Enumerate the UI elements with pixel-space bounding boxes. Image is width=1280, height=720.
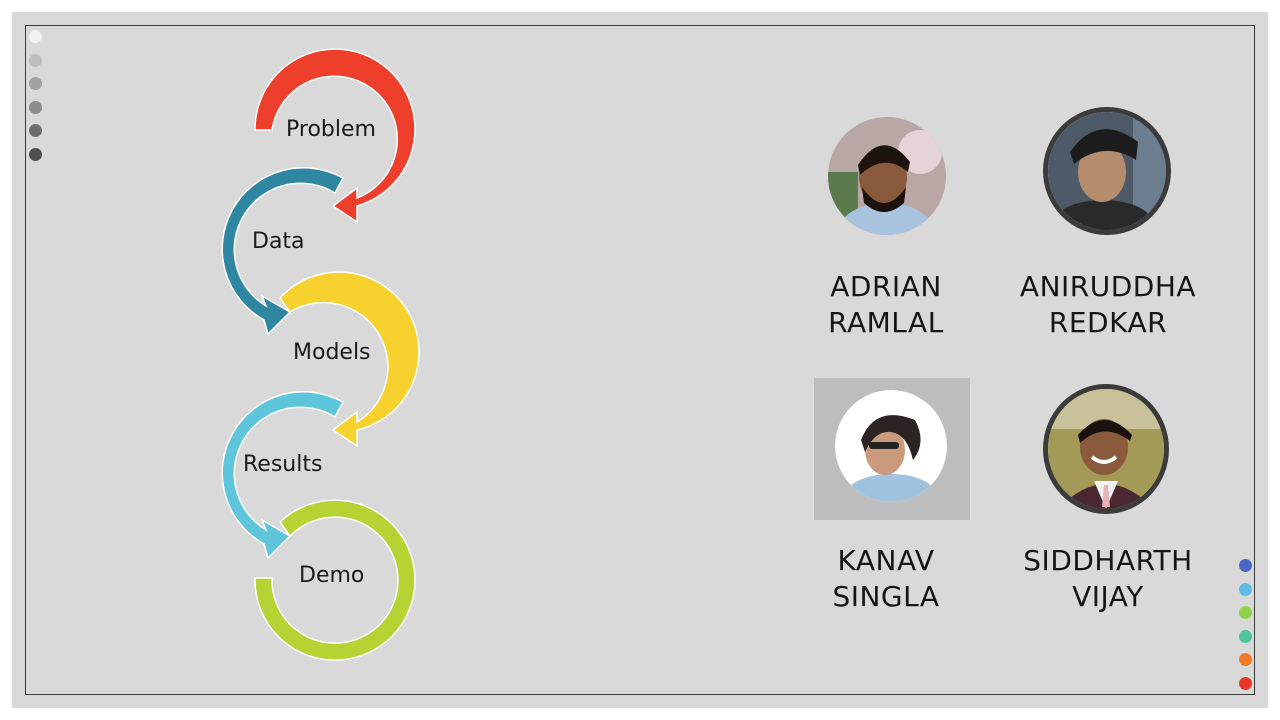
first-name: ANIRUDDHA (1019, 270, 1197, 303)
step-label-demo: Demo (299, 563, 365, 588)
left-dot-3 (29, 77, 42, 90)
avatar-adrian (828, 117, 946, 235)
right-dot-1 (1239, 559, 1252, 572)
left-dot-6 (29, 148, 42, 161)
team-member-name-kanav: KANAV SINGLA (776, 543, 996, 615)
models-arrow (279, 271, 420, 448)
last-name: RAMLAL (828, 306, 944, 339)
problem-arrow (254, 48, 416, 224)
avatar-aniruddha (1043, 107, 1171, 235)
right-dot-3 (1239, 606, 1252, 619)
avatar-siddharth (1043, 384, 1169, 514)
first-name: ADRIAN (830, 270, 942, 303)
results-arrow (221, 391, 345, 560)
left-dot-1 (29, 30, 42, 43)
step-label-results: Results (243, 452, 323, 477)
team-member-name-adrian: ADRIAN RAMLAL (776, 269, 996, 341)
left-dot-5 (29, 124, 42, 137)
left-dot-2 (29, 54, 42, 67)
data-arrow (221, 167, 345, 336)
left-dot-4 (29, 101, 42, 114)
right-dot-4 (1239, 630, 1252, 643)
first-name: KANAV (837, 544, 935, 577)
demo-arc (254, 499, 416, 661)
avatar-kanav (835, 390, 947, 502)
team-member-name-siddharth: SIDDHARTH VIJAY (998, 543, 1218, 615)
step-label-models: Models (293, 340, 371, 365)
step-label-problem: Problem (286, 117, 376, 142)
right-dot-6 (1239, 677, 1252, 690)
last-name: VIJAY (1072, 580, 1144, 613)
last-name: SINGLA (832, 580, 940, 613)
slide-frame (25, 25, 1255, 695)
right-dot-5 (1239, 653, 1252, 666)
last-name: REDKAR (1048, 306, 1168, 339)
right-dot-2 (1239, 583, 1252, 596)
team-member-name-aniruddha: ANIRUDDHA REDKAR (998, 269, 1218, 341)
step-label-data: Data (252, 229, 305, 254)
first-name: SIDDHARTH (1023, 544, 1193, 577)
